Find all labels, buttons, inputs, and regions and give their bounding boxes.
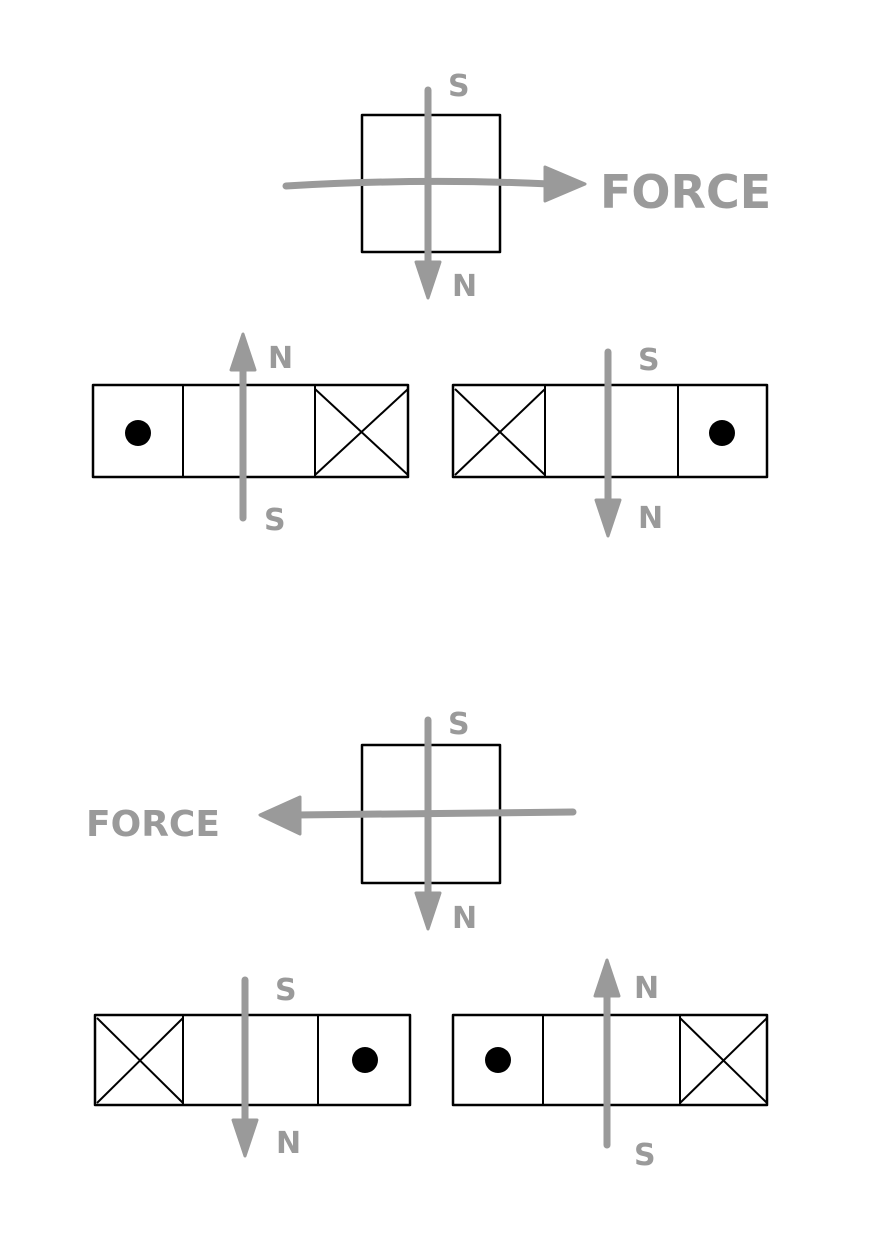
pole-label-top: N [268,341,293,376]
arrow-up-icon [593,958,621,998]
current-in-cross-icon [96,1017,184,1104]
pole-label-bottom: N [452,269,477,304]
bottom-right-coil: N S [451,958,769,1173]
force-label: FORCE [600,165,771,219]
pole-label-top: S [638,343,660,378]
arrow-down-icon [414,891,442,931]
top-left-coil: N S [91,332,410,538]
force-label: FORCE [86,804,220,845]
current-out-dot-icon [485,1047,511,1073]
pole-label-bottom: S [634,1138,656,1173]
arrow-down-icon [594,498,622,538]
pole-label-bottom: N [452,901,477,936]
pole-label-top: S [448,69,470,104]
coil-outline [91,383,410,479]
current-out-dot-icon [709,420,735,446]
pole-label-top: S [448,707,470,742]
bottom-force: FORCE [86,795,577,845]
bottom-left-coil: S N [93,973,412,1161]
coil-outline [93,1013,412,1107]
bottom-magnet: S N [360,707,502,936]
top-right-coil: S N [451,343,769,538]
force-line [291,808,577,819]
top-force: FORCE [282,165,771,219]
pole-label-top: N [634,971,659,1006]
pole-label-top: S [275,973,297,1008]
current-in-cross-icon [679,1017,768,1104]
pole-label-bottom: S [264,503,286,538]
arrow-down-icon [414,260,442,300]
current-in-cross-icon [314,388,409,476]
current-out-dot-icon [125,420,151,446]
arrow-right-icon [543,165,587,203]
current-out-dot-icon [352,1047,378,1073]
arrow-up-icon [229,332,257,372]
top-magnet: S N [360,69,502,304]
force-line [282,177,554,190]
arrow-left-icon [258,795,302,836]
current-in-cross-icon [454,388,546,476]
arrow-down-icon [231,1118,259,1158]
pole-label-bottom: N [276,1126,301,1161]
pole-label-bottom: N [638,501,663,536]
